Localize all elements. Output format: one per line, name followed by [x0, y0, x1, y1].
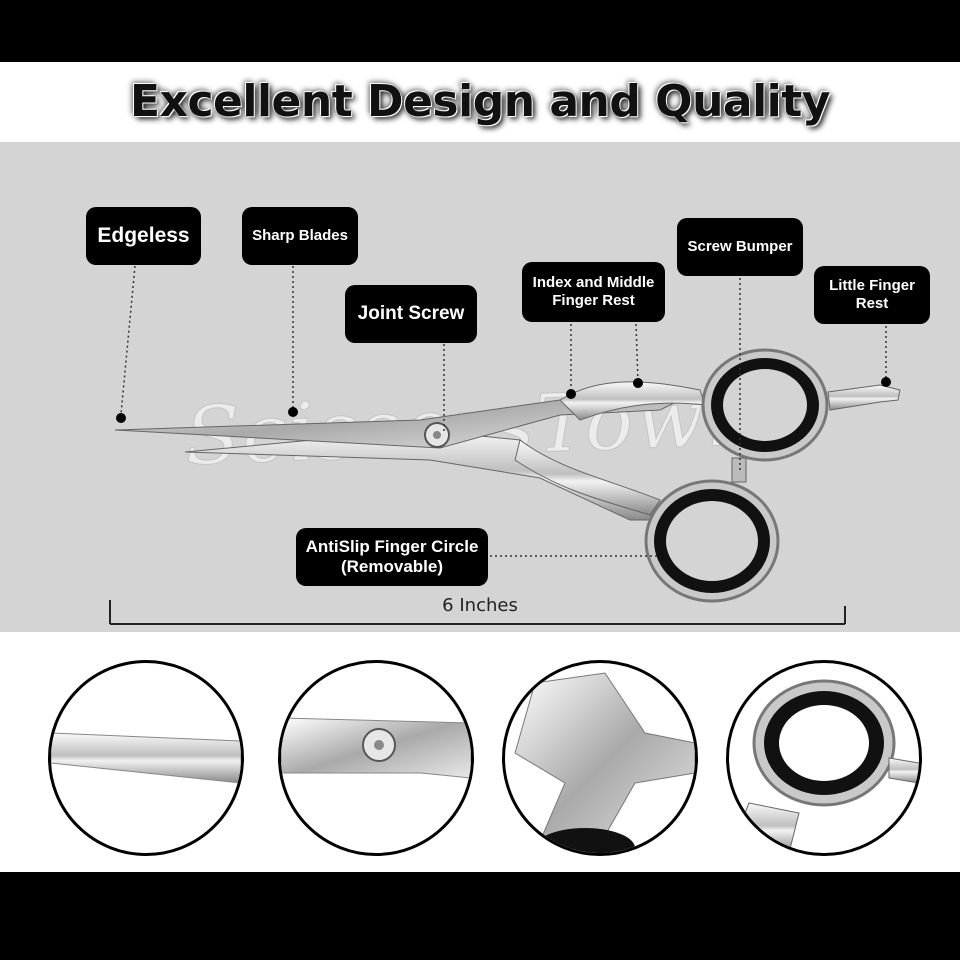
detail-circle-joint-screw [278, 660, 474, 856]
label-joint-screw: Joint Screw [345, 285, 477, 343]
detail-circle-finger-rest [502, 660, 698, 856]
detail-circle-blade-tip [48, 660, 244, 856]
guide-lines [120, 265, 887, 557]
label-edgeless: Edgeless [86, 207, 201, 265]
detail-circle-finger-ring [726, 660, 922, 856]
guide-dots [116, 377, 891, 423]
top-black-bar [0, 0, 960, 62]
page-title: Excellent Design and Quality [130, 76, 830, 127]
label-antislip-circle: AntiSlip Finger Circle(Removable) [296, 528, 488, 586]
measurement-bracket [109, 600, 846, 625]
label-sharp-blades: Sharp Blades [242, 207, 358, 265]
bottom-black-bar [0, 872, 960, 960]
label-screw-bumper: Screw Bumper [677, 218, 803, 276]
measurement-label: 6 Inches [442, 595, 518, 616]
